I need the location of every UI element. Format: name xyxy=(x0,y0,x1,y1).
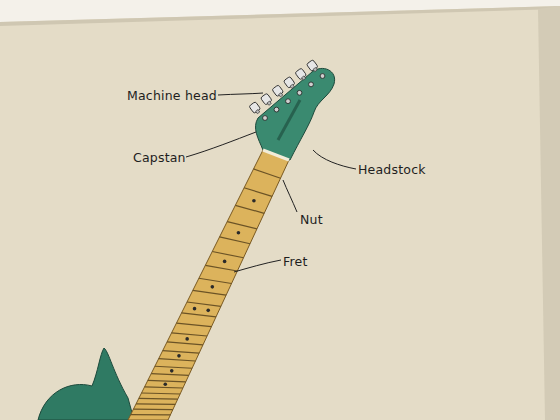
fret-wire xyxy=(235,205,264,213)
fret-wire xyxy=(182,313,216,317)
capstan-post xyxy=(297,90,302,95)
leader-line xyxy=(218,93,263,95)
fret-wire xyxy=(136,403,175,405)
fret-wire xyxy=(131,414,171,415)
capstan-post xyxy=(320,74,325,79)
fretboard xyxy=(128,150,289,420)
fret-wire xyxy=(159,359,196,361)
fret-wire xyxy=(172,333,207,336)
fret-wire xyxy=(187,302,221,306)
fret-wire xyxy=(244,188,272,197)
part-label: Headstock xyxy=(358,162,426,177)
tuner-post xyxy=(302,76,306,80)
part-label: Machine head xyxy=(127,88,217,103)
tuner-group xyxy=(249,60,325,121)
capstan-post xyxy=(274,107,279,112)
position-dot xyxy=(177,354,181,358)
fret-wire xyxy=(212,252,243,258)
position-dot xyxy=(193,307,197,311)
machine-head xyxy=(260,93,273,107)
part-label: Nut xyxy=(300,212,323,227)
fret-wire xyxy=(167,342,203,345)
machine-head xyxy=(295,68,308,82)
tuner-post xyxy=(313,68,317,72)
fret-wire xyxy=(148,380,186,381)
capstan-post xyxy=(309,82,314,87)
fret-wire xyxy=(220,237,251,244)
capstan-post xyxy=(286,99,291,104)
mat-shadow xyxy=(0,6,560,26)
fret-wire xyxy=(199,278,232,283)
position-dot xyxy=(252,199,256,203)
machine-head xyxy=(272,85,285,99)
capstan-post xyxy=(263,116,268,121)
leader-line xyxy=(313,150,356,169)
part-label: Capstan xyxy=(133,150,186,165)
tuner-post xyxy=(279,93,283,97)
truss-line xyxy=(278,100,300,140)
fret-wire xyxy=(176,323,211,327)
fret-wire xyxy=(139,398,178,400)
tuner-post xyxy=(256,110,260,114)
leader-line xyxy=(186,132,256,157)
tuner-post xyxy=(290,84,294,88)
position-dot xyxy=(206,309,210,313)
tuner-post xyxy=(267,101,271,105)
fret-wire xyxy=(254,169,281,178)
position-dot xyxy=(237,231,241,235)
tuner-key xyxy=(283,76,295,88)
tuner-key xyxy=(272,85,284,97)
position-dot xyxy=(163,382,167,386)
leader-line xyxy=(283,180,297,212)
fret-wire xyxy=(133,409,172,411)
fret-wire xyxy=(155,366,192,368)
fret-group xyxy=(131,169,281,415)
tuner-key xyxy=(249,102,261,114)
fret-wire xyxy=(163,351,199,354)
part-label: Fret xyxy=(283,254,308,269)
fret-wire xyxy=(151,374,189,376)
fret-wire xyxy=(193,290,226,295)
leader-line xyxy=(234,260,281,272)
fret-wire xyxy=(142,393,181,394)
tuner-key xyxy=(260,93,272,105)
fret-wire xyxy=(205,265,237,271)
position-dot xyxy=(170,369,174,373)
frame-edge xyxy=(538,6,560,420)
position-dot xyxy=(223,260,227,264)
machine-head xyxy=(306,60,319,74)
leader-lines xyxy=(186,93,356,272)
tuner-key xyxy=(295,68,307,80)
machine-head xyxy=(283,76,296,90)
nut-bar xyxy=(263,150,289,160)
machine-head xyxy=(249,102,262,116)
fret-wire xyxy=(227,222,257,229)
fret-wire xyxy=(145,387,183,388)
tuner-key xyxy=(306,60,318,72)
position-dot xyxy=(211,285,215,289)
guitar-body xyxy=(38,348,134,420)
headstock-shape xyxy=(255,68,334,160)
position-dot xyxy=(185,337,189,341)
